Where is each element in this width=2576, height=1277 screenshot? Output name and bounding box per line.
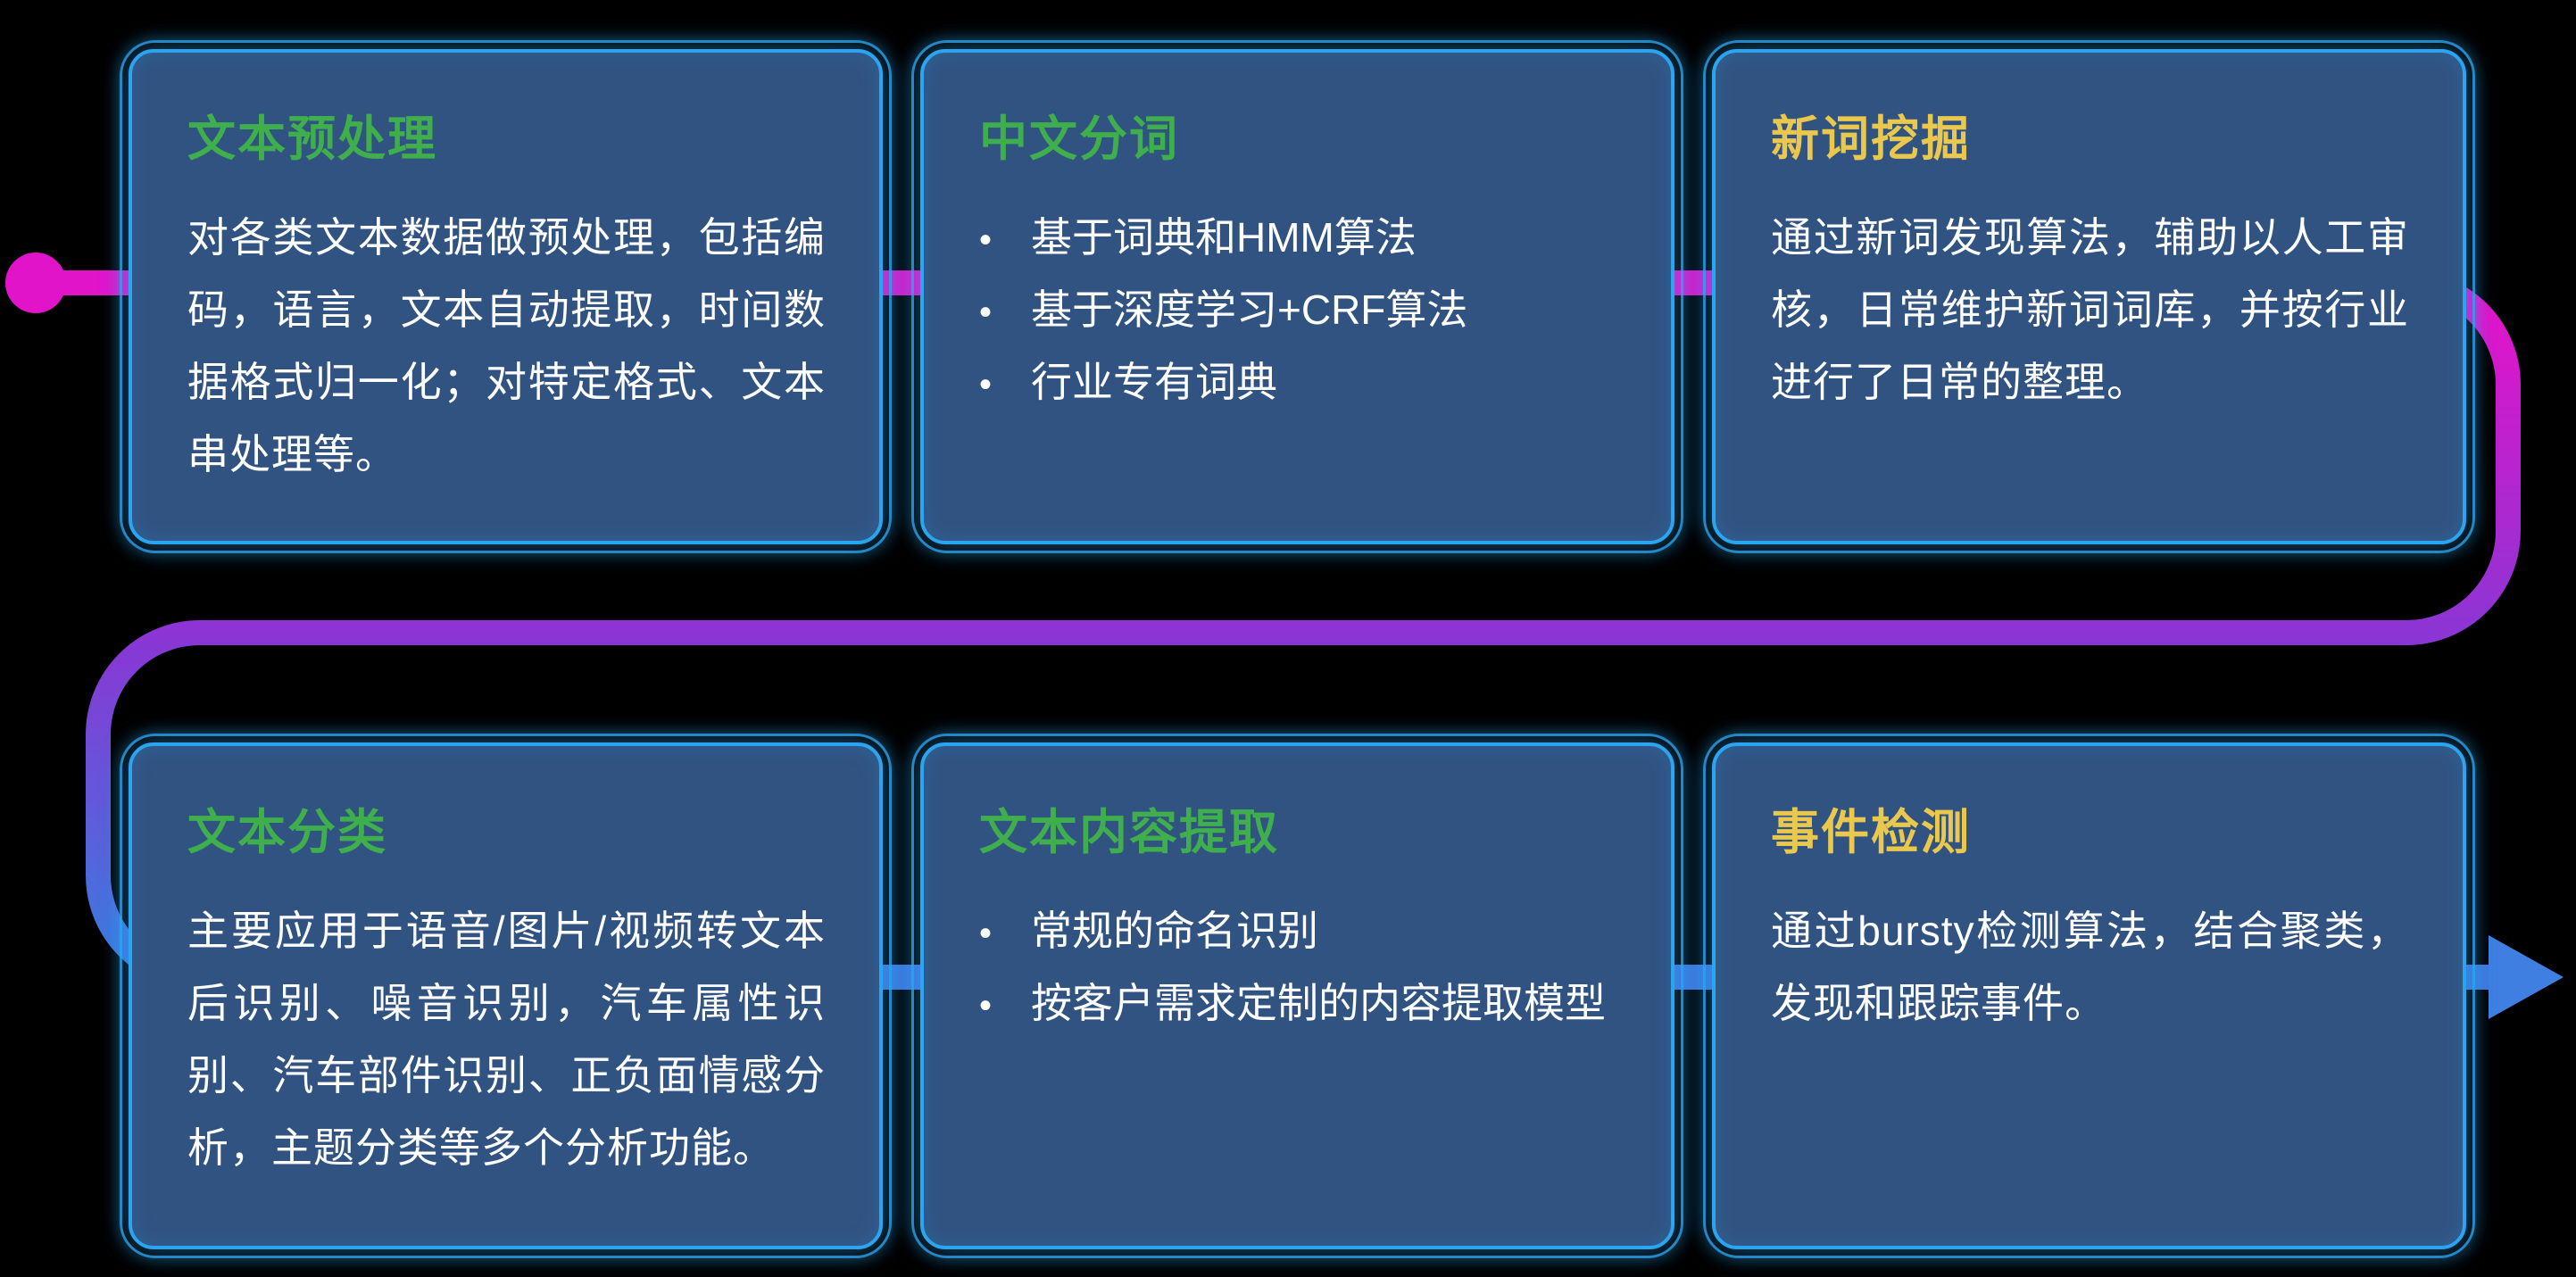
card-event-detection: 事件检测 通过bursty检测算法，结合聚类，发现和跟踪事件。 (1703, 734, 2475, 1258)
bullet-dot-icon: • (979, 985, 993, 1025)
flow-arrow-icon (2489, 935, 2564, 1019)
flow-start-dot-icon (5, 253, 66, 313)
card-title: 中文分词 (979, 112, 1179, 166)
bullet-dot-icon: • (979, 292, 993, 332)
bullet-list: • 常规的命名识别 • 按客户需求定制的内容提取模型 (979, 895, 1617, 1040)
bullet-item: • 常规的命名识别 (979, 895, 1617, 967)
card-body: 主要应用于语音/图片/视频转文本后识别、噪音识别，汽车属性识别、汽车部件识别、正… (187, 908, 826, 1171)
card-title: 文本分类 (187, 806, 387, 859)
bullet-dot-icon: • (979, 220, 993, 260)
card-text-content-extraction: 文本内容提取 • 常规的命名识别 • 按客户需求定制的内容提取模型 (911, 734, 1683, 1258)
card-text-preprocessing: 文本预处理 对各类文本数据做预处理，包括编码，语言，文本自动提取，时间数据格式归… (120, 40, 892, 553)
card-title: 新词挖掘 (1771, 112, 1971, 166)
bullet-item: • 基于词典和HMM算法 (979, 202, 1617, 274)
bullet-text: 按客户需求定制的内容提取模型 (1031, 979, 1606, 1026)
bullet-text: 行业专有词典 (1031, 358, 1277, 405)
bullet-dot-icon: • (979, 914, 993, 953)
card-body: 对各类文本数据做预处理，包括编码，语言，文本自动提取，时间数据格式归一化；对特定… (187, 214, 826, 477)
bullet-list: • 基于词典和HMM算法 • 基于深度学习+CRF算法 • 行业专有词典 (979, 202, 1617, 419)
bullet-item: • 基于深度学习+CRF算法 (979, 274, 1617, 346)
bullet-text: 常规的命名识别 (1031, 908, 1318, 954)
card-title: 文本内容提取 (979, 806, 1279, 859)
card-chinese-word-segmentation: 中文分词 • 基于词典和HMM算法 • 基于深度学习+CRF算法 • 行业专有词… (911, 40, 1683, 553)
card-title: 文本预处理 (187, 112, 437, 166)
flow-path (34, 270, 2521, 990)
card-body: 通过bursty检测算法，结合聚类，发现和跟踪事件。 (1771, 908, 2409, 1026)
bullet-item: • 行业专有词典 (979, 346, 1617, 419)
bullet-text: 基于词典和HMM算法 (1031, 214, 1417, 261)
bullet-dot-icon: • (979, 364, 993, 404)
bullet-text: 基于深度学习+CRF算法 (1031, 286, 1468, 333)
card-text-classification: 文本分类 主要应用于语音/图片/视频转文本后识别、噪音识别，汽车属性识别、汽车部… (120, 734, 892, 1258)
card-title: 事件检测 (1771, 806, 1971, 859)
card-body: 通过新词发现算法，辅助以人工审核，日常维护新词词库，并按行业进行了日常的整理。 (1771, 214, 2409, 405)
bullet-item: • 按客户需求定制的内容提取模型 (979, 967, 1617, 1040)
card-new-word-mining: 新词挖掘 通过新词发现算法，辅助以人工审核，日常维护新词词库，并按行业进行了日常… (1703, 40, 2475, 553)
